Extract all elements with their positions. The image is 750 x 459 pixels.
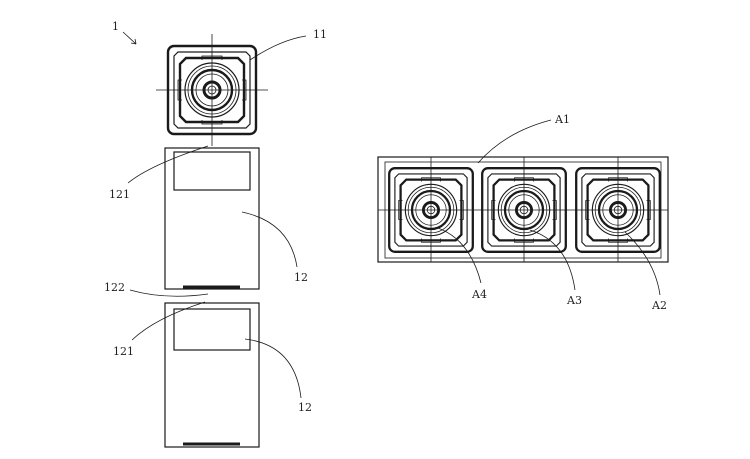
lower-board bbox=[164, 302, 260, 448]
label-camera-a2: A2 bbox=[651, 299, 667, 312]
label-board-upper: 12 bbox=[294, 271, 308, 284]
left-leaders bbox=[122, 31, 307, 399]
label-array: A1 bbox=[554, 113, 570, 126]
left-assembly: 1 11 121 12 122 121 12 bbox=[104, 20, 327, 448]
upper-board bbox=[164, 147, 260, 290]
lens-module bbox=[156, 34, 268, 146]
array-frame bbox=[377, 156, 669, 263]
camera-array: A1 A4 A3 A2 bbox=[377, 113, 669, 312]
array-leaders bbox=[437, 119, 661, 296]
label-camera-a3: A3 bbox=[566, 294, 582, 307]
label-sensor-upper: 121 bbox=[109, 188, 130, 201]
label-board-lower: 12 bbox=[298, 401, 312, 414]
label-connector: 122 bbox=[104, 281, 125, 294]
upper-sensor-window bbox=[173, 151, 251, 191]
label-device: 1 bbox=[112, 20, 119, 33]
lower-sensor-window bbox=[173, 308, 251, 351]
label-camera-a4: A4 bbox=[471, 288, 487, 301]
array-crosshairs bbox=[378, 157, 668, 262]
label-lens-module: 11 bbox=[313, 28, 327, 41]
label-sensor-lower: 121 bbox=[113, 345, 134, 358]
